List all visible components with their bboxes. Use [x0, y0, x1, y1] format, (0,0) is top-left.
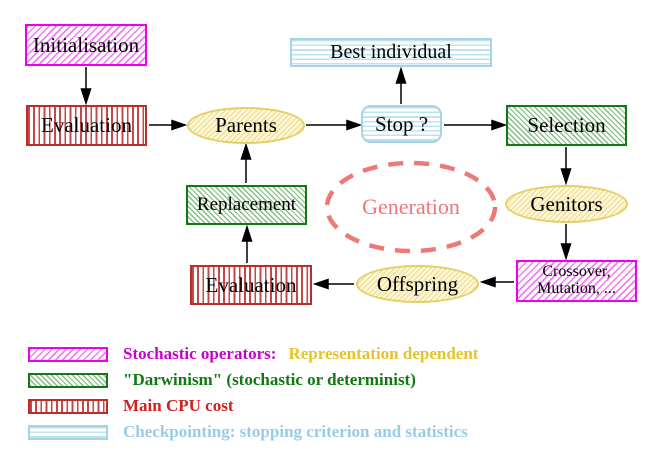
legend-row-checkpointing: Checkpointing: stopping criterion and st… — [28, 422, 468, 441]
legend-row-cpu-cost: Main CPU cost — [28, 396, 234, 415]
node-parents: Parents — [187, 107, 305, 144]
legend-label-representation-dependent: Representation dependent — [288, 344, 479, 363]
node-offspring-label: Offspring — [376, 271, 459, 296]
node-replacement: Replacement — [186, 185, 307, 225]
legend-swatch-stochastic-operators — [28, 346, 108, 362]
node-genitors: Genitors — [505, 185, 628, 223]
node-genitors-label: Genitors — [530, 191, 603, 216]
legend-label-stochastic-operators: Stochastic operators: — [123, 344, 277, 363]
node-evaluation-top-label: Evaluation — [41, 113, 132, 138]
arrow-parents-to-stop — [306, 119, 363, 131]
node-initialisation: Initialisation — [25, 24, 147, 66]
legend-label-darwinism: "Darwinism" (stochastic or determinist) — [123, 370, 416, 389]
node-evaluation-top: Evaluation — [26, 105, 147, 146]
node-offspring: Offspring — [356, 265, 479, 303]
arrow-genitors-to-crossover — [560, 224, 572, 261]
arrow-offspring-to-evaluation — [312, 278, 354, 290]
legend-swatch-cpu-cost — [28, 398, 108, 414]
arrow-replacement-to-parents — [240, 142, 252, 183]
arrow-evaluation-to-replacement — [241, 224, 253, 263]
arrow-selection-to-genitors — [560, 147, 572, 186]
legend-swatch-darwinism — [28, 372, 108, 388]
arrow-stop-to-best-individual — [395, 66, 407, 104]
node-best-individual: Best individual — [290, 38, 492, 67]
node-initialisation-label: Initialisation — [32, 32, 140, 57]
node-best-individual-label: Best individual — [330, 41, 452, 63]
node-stop-label: Stop ? — [374, 111, 429, 136]
legend-swatch-checkpointing — [28, 424, 108, 440]
node-crossover-line1: Crossover, — [542, 263, 611, 281]
node-stop: Stop ? — [361, 105, 442, 143]
node-crossover-line2: Mutation, ... — [537, 280, 616, 297]
legend-row-stochastic: Stochastic operators: Representation dep… — [28, 344, 479, 363]
generation-cycle-label: Generation — [362, 194, 460, 219]
generation-cycle-ellipse — [324, 160, 498, 254]
legend-row-darwinism: "Darwinism" (stochastic or determinist) — [28, 370, 416, 389]
arrow-crossover-to-offspring — [479, 276, 514, 288]
node-selection-label: Selection — [527, 113, 606, 138]
legend-label-checkpointing: Checkpointing: stopping criterion and st… — [123, 422, 468, 441]
legend-label-cpu-cost: Main CPU cost — [123, 396, 234, 415]
node-parents-label: Parents — [215, 113, 277, 138]
arrow-evaluation-to-parents — [149, 119, 188, 131]
arrow-stop-to-selection — [444, 119, 508, 131]
node-evaluation-bottom-label: Evaluation — [205, 272, 297, 297]
node-crossover-mutation: Crossover, Mutation, ... — [516, 260, 637, 302]
node-replacement-label: Replacement — [196, 194, 297, 216]
arrow-initialisation-to-evaluation — [80, 67, 92, 106]
node-selection: Selection — [506, 105, 627, 146]
node-evaluation-bottom: Evaluation — [190, 265, 312, 305]
